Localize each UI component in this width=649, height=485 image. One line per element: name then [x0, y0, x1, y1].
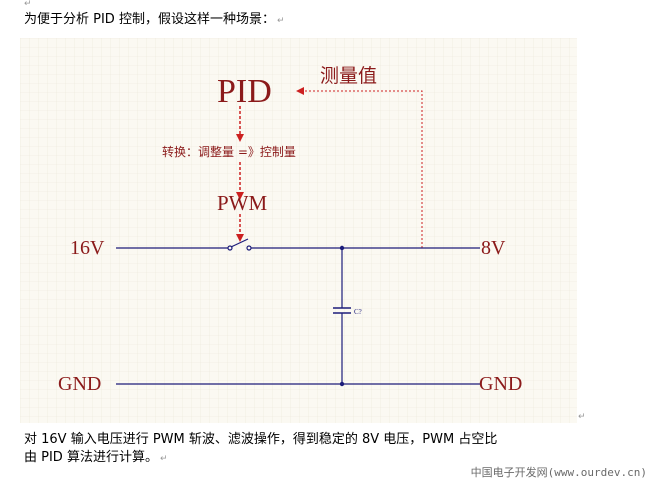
gnd-left-label: GND	[58, 373, 101, 395]
conversion-label: 转换：调整量 =》控制量	[162, 144, 296, 159]
paragraph-mark: ↵	[159, 454, 168, 464]
gnd-right-label: GND	[479, 373, 522, 395]
input-voltage-label: 16V	[70, 237, 105, 259]
intro-paragraph: 为便于分析 PID 控制，假设这样一种场景：↵	[24, 12, 285, 29]
measured-value-label: 测量值	[320, 65, 377, 87]
pid-label: PID	[217, 73, 272, 110]
outro-line-1: 对 16V 输入电压进行 PWM 斩波、滤波操作，得到稳定的 8V 电压，PWM…	[24, 432, 497, 448]
grid-lines	[20, 38, 577, 423]
outro-line-2: 由 PID 算法进行计算。↵	[24, 450, 168, 467]
paragraph-mark: ↵	[578, 412, 586, 422]
intro-text: 为便于分析 PID 控制，假设这样一种场景：	[24, 12, 275, 27]
circuit-diagram: PID 测量值 转换：调整量 =》控制量 PWM 16V 8V GND GND …	[20, 38, 577, 423]
switch-contact-left	[227, 245, 233, 251]
paragraph-mark: ↵	[24, 0, 32, 9]
switch-lever	[230, 238, 249, 248]
pwm-label: PWM	[217, 191, 268, 215]
paragraph-mark: ↵	[276, 16, 285, 26]
outro-text-1: 对 16V 输入电压进行 PWM 斩波、滤波操作，得到稳定的 8V 电压，PWM…	[24, 432, 498, 447]
site-watermark: 中国电子开发网(www.ourdev.cn)	[470, 466, 647, 479]
feedback-arrow	[296, 87, 423, 248]
capacitor-label: C?	[354, 308, 362, 316]
outro-text-2: 由 PID 算法进行计算。	[24, 450, 158, 465]
output-voltage-label: 8V	[481, 237, 506, 259]
